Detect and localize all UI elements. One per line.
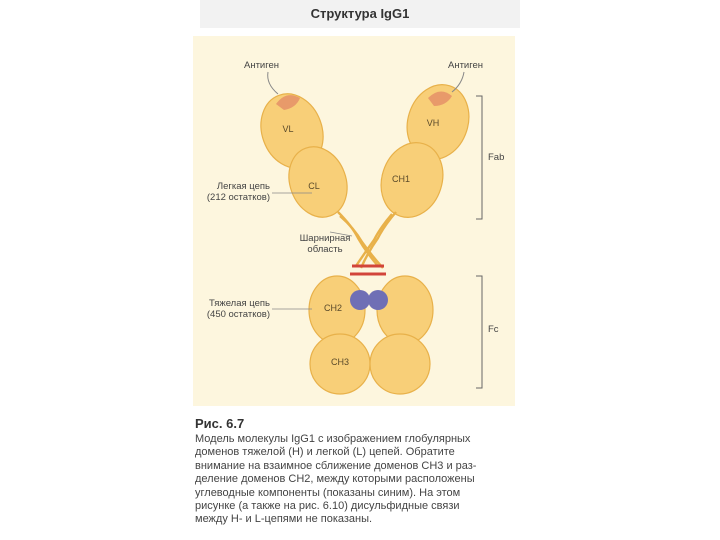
ch3-domain-right [370,334,430,394]
vl-label: VL [268,124,308,134]
ch1-label: CH1 [381,174,421,184]
caption-line: внимание на взаимное сближение доменов C… [195,460,525,473]
antigen-label-left: Антиген [244,60,279,71]
caption-line: Модель молекулы IgG1 с изображением глоб… [195,433,525,446]
caption-line: деление доменов CH2, между которыми расп… [195,473,525,486]
fab-label: Fab [488,152,504,163]
heavy-chain-label: Тяжелая цепь (450 остатков) [196,298,270,320]
caption-line: доменов тяжелой (H) и легкой (L) цепей. … [195,446,525,459]
caption-line: рисунке (а также на рис. 6.10) дисульфид… [195,500,525,513]
cl-label: CL [294,181,334,191]
fc-bracket [476,276,482,388]
caption-line: между H- и L-цепями не показаны. [195,513,525,526]
ch3-label: CH3 [320,357,360,367]
caption-heading: Рис. 6.7 [195,416,525,431]
antigen-label-right: Антиген [448,60,483,71]
carbohydrate-right [368,290,388,310]
hinge-label: Шарнирная область [286,233,364,255]
carbohydrate-left [350,290,370,310]
caption-line: углеводные компоненты (показаны синим). … [195,487,525,500]
fab-bracket [476,96,482,219]
fc-label: Fc [488,324,499,335]
ch2-domain-right [377,276,433,344]
light-chain-label: Легкая цепь (212 остатков) [196,181,270,203]
ch2-label: CH2 [313,303,353,313]
vh-label: VH [413,118,453,128]
hinge-chain-4 [361,212,396,268]
antigen-arrow-left [268,72,278,94]
figure-caption: Рис. 6.7 Модель молекулы IgG1 с изображе… [195,416,525,527]
